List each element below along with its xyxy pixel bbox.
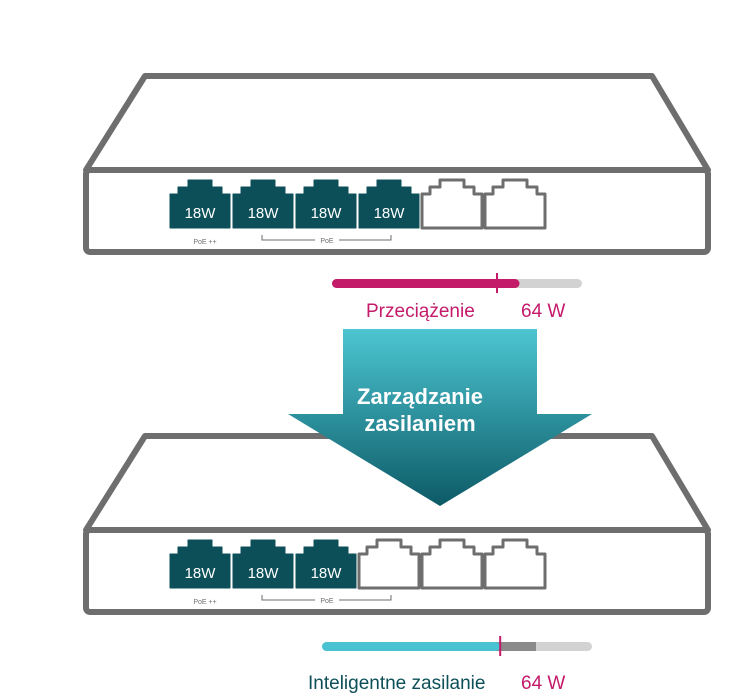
bottom-poe-plus-label: PoE ++ (193, 599, 216, 606)
bottom-port-2-power-label: 18W (248, 565, 280, 582)
top-port-5-icon (420, 178, 484, 230)
smart-power-status-label: Inteligentne zasilanie (308, 673, 486, 694)
bottom-port-4-icon (357, 538, 421, 590)
top-switch: 18W 18W 18W 18W PoE ++ PoE (83, 73, 711, 255)
overload-power-meter (332, 273, 582, 293)
top-port-4-power-label: 18W (374, 205, 406, 222)
overload-status-label: Przeciążenie (366, 301, 475, 322)
top-port-1-icon (169, 179, 231, 229)
top-port-3-power-label: 18W (311, 205, 343, 222)
bottom-port-1-power-label: 18W (185, 565, 217, 582)
power-management-arrow (288, 329, 592, 506)
bottom-port-3-icon (295, 539, 357, 589)
arrow-title-line2: zasilaniem (364, 411, 476, 436)
smart-meter-fill (322, 642, 501, 651)
bottom-poe-label: PoE (320, 598, 334, 605)
top-poe-plus-label: PoE ++ (193, 239, 216, 246)
top-port-6-icon (483, 178, 547, 230)
bottom-port-2-icon (232, 539, 294, 589)
smart-power-value: 64 W (521, 673, 566, 694)
top-port-3-icon (295, 179, 357, 229)
top-port-1-power-label: 18W (185, 205, 217, 222)
arrow-title-line1: Zarządzanie (357, 384, 483, 409)
bottom-switch: 18W 18W 18W PoE ++ PoE (83, 433, 711, 615)
overload-meter-fill (332, 279, 520, 288)
top-port-2-icon (232, 179, 294, 229)
bottom-port-6-icon (483, 538, 547, 590)
top-port-4-icon (358, 179, 420, 229)
bottom-port-1-icon (169, 539, 231, 589)
smart-power-meter (322, 636, 592, 656)
top-poe-label: PoE (320, 238, 334, 245)
bottom-port-5-icon (420, 538, 484, 590)
bottom-port-3-power-label: 18W (311, 565, 343, 582)
overload-power-value: 64 W (521, 301, 566, 322)
top-switch-lid (83, 73, 711, 173)
top-port-2-power-label: 18W (248, 205, 280, 222)
smart-meter-reserve (490, 642, 536, 651)
